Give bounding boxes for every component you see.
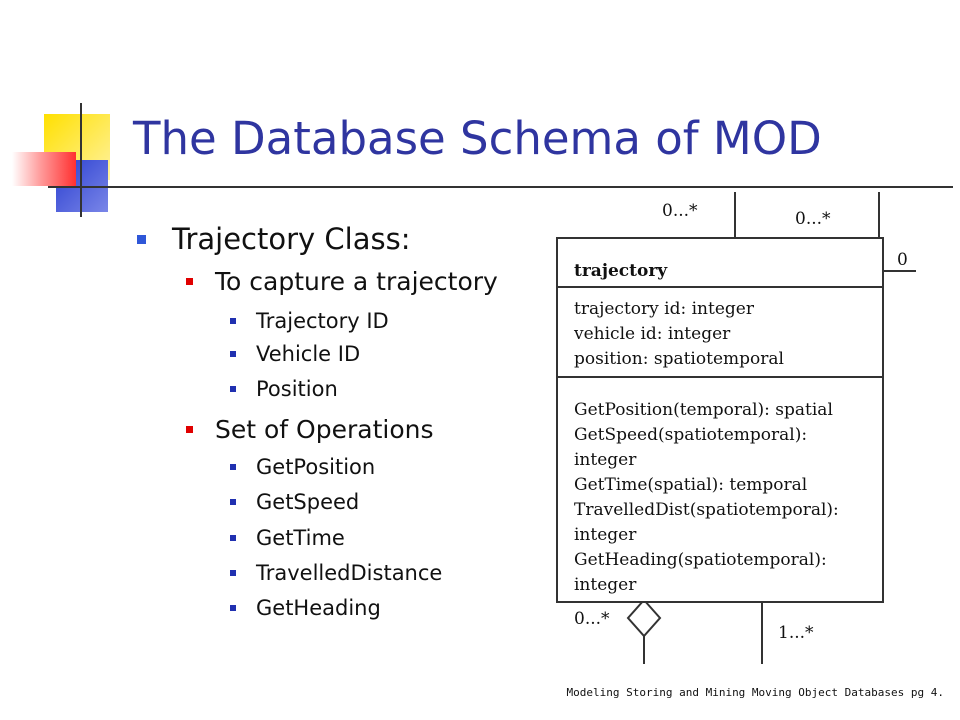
bullet-marker-icon	[230, 351, 236, 357]
bullet-position: Position	[230, 377, 338, 401]
bullet-capture-trajectory: To capture a trajectory	[186, 267, 498, 296]
bullet-marker-icon	[137, 234, 146, 244]
bullet-text: TravelledDistance	[256, 561, 443, 585]
uml-operation: integer	[574, 525, 637, 545]
multiplicity-bottom-left: 0...*	[574, 609, 610, 629]
aggregation-diamond-icon	[626, 599, 662, 637]
multiplicity-bottom-right: 1...*	[778, 623, 814, 643]
bullet-text: Trajectory Class:	[172, 222, 411, 256]
uml-operation: TravelledDist(spatiotemporal):	[574, 500, 839, 520]
multiplicity-right: 0	[897, 250, 908, 270]
slide-title: The Database Schema of MOD	[133, 112, 822, 165]
multiplicity-top-right: 0...*	[795, 209, 831, 229]
uml-operation: GetTime(spatial): temporal	[574, 475, 808, 495]
bullet-getspeed: GetSpeed	[230, 490, 359, 514]
bullet-marker-icon	[230, 570, 236, 576]
bullet-text: GetSpeed	[256, 490, 360, 514]
connector-bottom-right	[761, 599, 763, 664]
uml-operation-list: GetPosition(temporal): spatial GetSpeed(…	[574, 398, 839, 598]
bullet-marker-icon	[186, 426, 193, 433]
bullet-set-of-operations: Set of Operations	[186, 415, 433, 444]
bullet-text: Position	[256, 377, 338, 401]
multiplicity-top-left: 0...*	[662, 201, 698, 221]
bullet-text: Trajectory ID	[256, 309, 389, 333]
bullet-vehicle-id: Vehicle ID	[230, 342, 360, 366]
uml-attribute: vehicle id: integer	[574, 324, 731, 344]
bullet-text: Vehicle ID	[256, 342, 361, 366]
bullet-travelleddistance: TravelledDistance	[230, 561, 442, 585]
bullet-trajectory-id: Trajectory ID	[230, 309, 389, 333]
uml-operation: GetPosition(temporal): spatial	[574, 400, 833, 420]
bullet-marker-icon	[230, 386, 236, 392]
uml-attribute-list: trajectory id: integer vehicle id: integ…	[574, 297, 784, 372]
bullet-marker-icon	[230, 318, 236, 324]
bullet-text: GetHeading	[256, 596, 381, 620]
bullet-marker-icon	[230, 535, 236, 541]
uml-operation: integer	[574, 575, 637, 595]
bullet-marker-icon	[230, 499, 236, 505]
uml-operation: GetSpeed(spatiotemporal):	[574, 425, 808, 445]
uml-class-name-section: trajectory	[558, 239, 882, 288]
slide-footer: Modeling Storing and Mining Moving Objec…	[566, 686, 945, 699]
uml-attributes-section: trajectory id: integer vehicle id: integ…	[558, 288, 882, 378]
uml-attribute: position: spatiotemporal	[574, 349, 784, 369]
bullet-marker-icon	[230, 605, 236, 611]
title-underline	[48, 186, 953, 188]
uml-operations-section: GetPosition(temporal): spatial GetSpeed(…	[558, 378, 882, 601]
bullet-text: To capture a trajectory	[215, 267, 498, 296]
uml-class-box: trajectory trajectory id: integer vehicl…	[556, 237, 884, 603]
decor-vertical-line	[80, 103, 82, 217]
uml-class-name: trajectory	[574, 261, 668, 281]
bullet-marker-icon	[186, 278, 193, 285]
connector-top-left	[734, 192, 736, 237]
connector-top-right	[878, 192, 880, 237]
bullet-getheading: GetHeading	[230, 596, 381, 620]
bullet-trajectory-class: Trajectory Class:	[137, 222, 410, 256]
bullet-text: GetTime	[256, 526, 345, 550]
bullet-text: GetPosition	[256, 455, 376, 479]
bullet-text: Set of Operations	[215, 415, 434, 444]
connector-bottom-left	[643, 636, 645, 664]
uml-operation: integer	[574, 450, 637, 470]
uml-operation: GetHeading(spatiotemporal):	[574, 550, 827, 570]
bullet-getposition: GetPosition	[230, 455, 375, 479]
decor-red-bar	[12, 152, 76, 186]
uml-attribute: trajectory id: integer	[574, 299, 754, 319]
connector-right	[880, 270, 916, 272]
bullet-marker-icon	[230, 464, 236, 470]
bullet-gettime: GetTime	[230, 526, 345, 550]
